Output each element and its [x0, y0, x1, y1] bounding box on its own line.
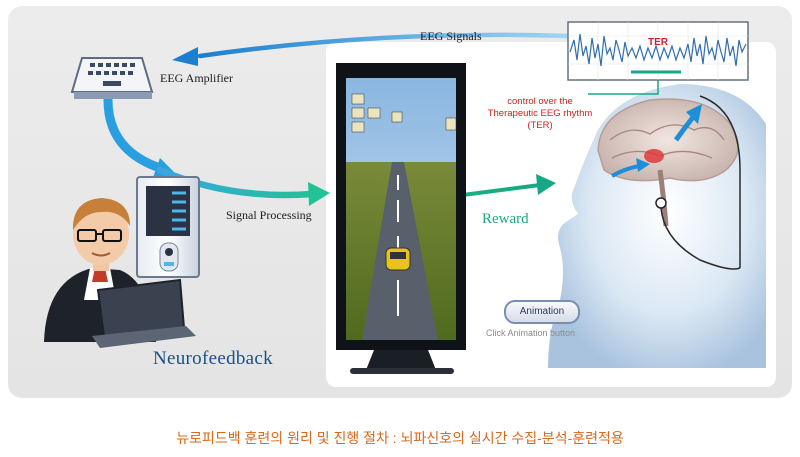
laptop-icon	[92, 278, 196, 348]
eeg-signals-arrow	[172, 32, 571, 66]
amplifier-to-computer-arrow	[103, 95, 176, 180]
signal-processing-label: Signal Processing	[226, 208, 312, 222]
click-hint: Click Animation button	[486, 328, 576, 338]
eeg-waveform-icon: TER	[567, 21, 749, 81]
reward-arrow	[454, 174, 556, 198]
eeg-amplifier-icon	[70, 57, 154, 99]
eeg-amplifier-label: EEG Amplifier	[160, 71, 233, 85]
brain-head-icon	[548, 78, 766, 368]
figure-caption: 뉴로피드백 훈련의 원리 및 진행 절차 : 뇌파신호의 실시간 수집-분석-훈…	[176, 430, 624, 446]
reward-label: Reward	[482, 211, 529, 227]
ter-label: TER	[648, 37, 669, 48]
eeg-signals-label: EEG Signals	[420, 29, 482, 43]
animation-button[interactable]: Animation	[504, 300, 580, 324]
ter-note: control over the Therapeutic EEG rhythm …	[487, 96, 593, 131]
monitor-icon	[336, 63, 466, 374]
neurofeedback-title: Neurofeedback	[153, 348, 273, 369]
computer-tower-icon	[136, 176, 200, 278]
